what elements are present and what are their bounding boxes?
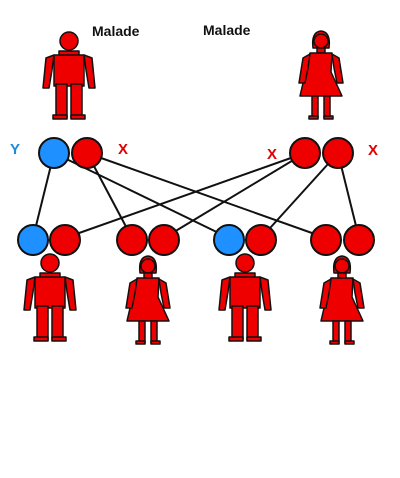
son1-chromosome-y <box>17 224 49 256</box>
mother-status-label: Malade <box>203 22 251 38</box>
father-figure <box>42 31 96 120</box>
son1-chromosome-x <box>49 224 81 256</box>
line-mother-x2-son2 <box>260 152 339 239</box>
mother-figure <box>298 30 344 120</box>
daughter2-figure <box>319 255 365 345</box>
son2-chromosome-y <box>213 224 245 256</box>
daughter1-figure <box>125 255 171 345</box>
father-status-label: Malade <box>92 23 140 39</box>
son2-chromosome-x <box>245 224 277 256</box>
son1-figure <box>23 253 77 342</box>
mother-x-left-label: X <box>267 146 278 163</box>
son2-figure <box>218 253 272 342</box>
mother-chromosome-x2 <box>322 137 354 169</box>
father-chromosome-x <box>71 137 103 169</box>
father-y-label: Y <box>10 141 21 158</box>
daughter2-chromosome-x1 <box>310 224 342 256</box>
line-father-x-daughter2 <box>86 152 327 239</box>
mother-x-right-label: X <box>368 142 379 159</box>
father-x-label: X <box>118 141 129 158</box>
daughter1-chromosome-x2 <box>148 224 180 256</box>
mother-chromosome-x1 <box>289 137 321 169</box>
daughter1-chromosome-x1 <box>116 224 148 256</box>
father-chromosome-y <box>38 137 70 169</box>
line-mother-x1-son1 <box>64 152 306 239</box>
daughter2-chromosome-x2 <box>343 224 375 256</box>
line-mother-x1-daughter1 <box>163 152 306 239</box>
line-father-x-daughter1 <box>86 152 133 239</box>
